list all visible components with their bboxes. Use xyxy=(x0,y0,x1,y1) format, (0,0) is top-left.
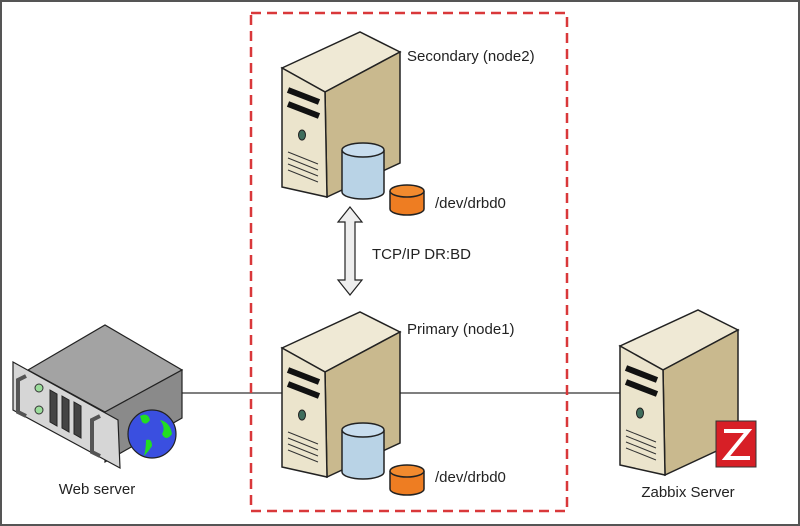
primary-server-icon xyxy=(282,312,400,479)
secondary-label: Secondary (node2) xyxy=(407,48,535,65)
secondary-server-icon xyxy=(282,32,400,199)
cluster-boundary xyxy=(249,11,569,513)
primary-device-icon xyxy=(389,464,425,496)
secondary-device-label: /dev/drbd0 xyxy=(435,195,506,212)
web-server-label: Web server xyxy=(59,481,135,498)
primary-device-label: /dev/drbd0 xyxy=(435,469,506,486)
primary-label: Primary (node1) xyxy=(407,321,515,338)
secondary-device-icon xyxy=(389,184,425,216)
double-arrow-icon xyxy=(336,206,364,296)
link-label: TCP/IP DR:BD xyxy=(372,246,471,263)
zabbix-server-label: Zabbix Server xyxy=(641,484,734,501)
web-server-icon xyxy=(12,324,184,470)
zabbix-logo-icon xyxy=(715,420,757,468)
